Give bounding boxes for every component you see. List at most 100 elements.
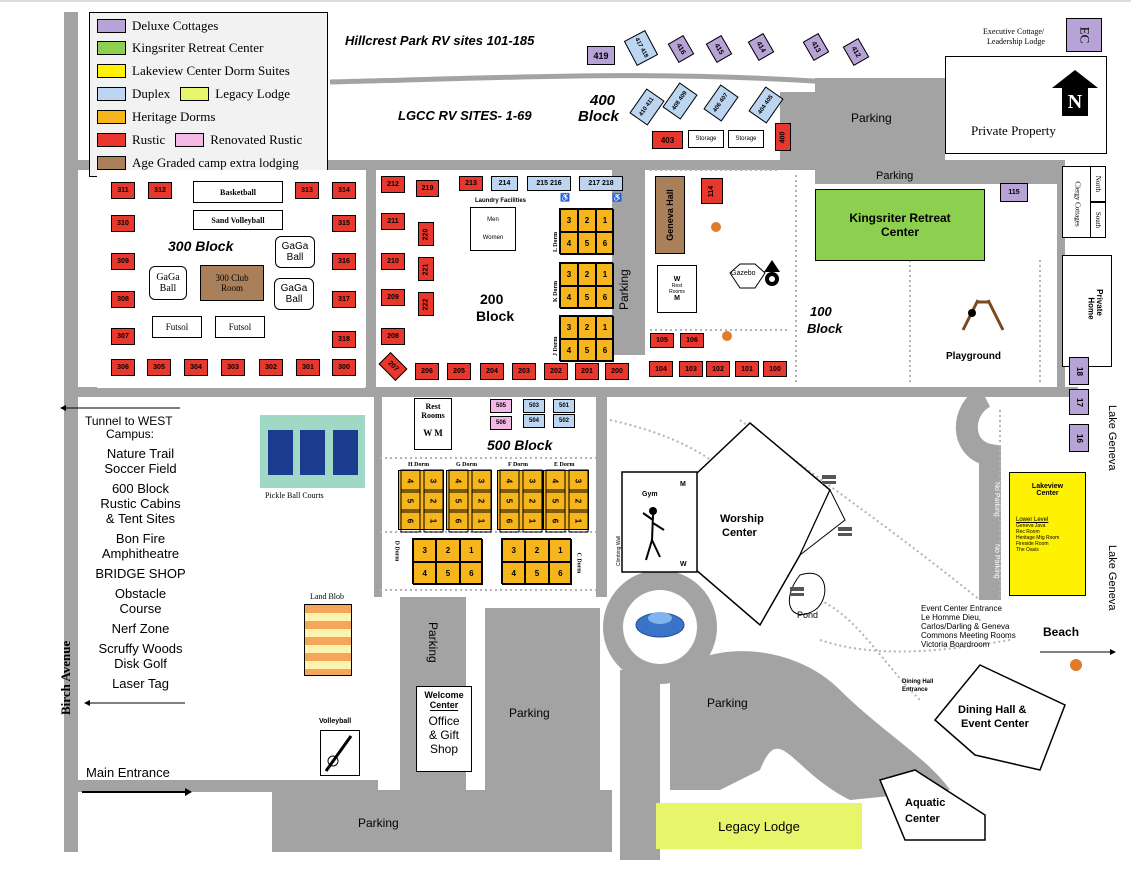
unit-313[interactable]: 313 <box>295 182 319 199</box>
unit-203[interactable]: 203 <box>512 363 536 380</box>
lower-level-label: Lower Level <box>1016 517 1049 523</box>
unit-503[interactable]: 503 <box>523 399 545 413</box>
unit-307[interactable]: 307 <box>111 328 135 345</box>
unit-221[interactable]: 221 <box>418 257 434 281</box>
club-label: 300 Club <box>215 273 249 283</box>
rest-label: Rest <box>671 283 683 289</box>
unit-214[interactable]: 214 <box>491 176 518 191</box>
unit-208[interactable]: 208 <box>381 328 405 345</box>
legend-label: Lakeview Center Dorm Suites <box>132 63 290 78</box>
unit-311[interactable]: 311 <box>111 182 135 199</box>
unit-217-218[interactable]: 217 218 <box>579 176 623 191</box>
unit-16[interactable]: 16 <box>1069 424 1089 452</box>
legend-swatch <box>97 133 126 147</box>
unit-202[interactable]: 202 <box>544 363 568 380</box>
parking-label-south: Parking <box>358 816 399 830</box>
unit-506[interactable]: 506 <box>490 416 512 430</box>
unit-301[interactable]: 301 <box>296 359 320 376</box>
unit-102[interactable]: 102 <box>706 361 730 377</box>
unit-205[interactable]: 205 <box>447 363 471 380</box>
unit-302[interactable]: 302 <box>259 359 283 376</box>
unit-103[interactable]: 103 <box>679 361 703 377</box>
unit-316[interactable]: 316 <box>332 253 356 270</box>
unit-210[interactable]: 210 <box>381 253 405 270</box>
unit-304[interactable]: 304 <box>184 359 208 376</box>
unit-17[interactable]: 17 <box>1069 389 1089 415</box>
geneva-hall[interactable]: Geneva Hall <box>655 176 685 254</box>
unit-114[interactable]: 114 <box>701 178 723 204</box>
unit-501[interactable]: 501 <box>553 399 575 413</box>
unit-400[interactable]: 400 <box>775 123 791 151</box>
laundry-label: Laundry Facilities <box>475 198 527 204</box>
unit-115[interactable]: 115 <box>1000 183 1028 202</box>
dining-hall-label-b: Event Center <box>961 718 1029 730</box>
kingsriter-retreat-center[interactable]: Kingsriter Retreat Center <box>815 189 985 261</box>
unit-219[interactable]: 219 <box>416 180 439 197</box>
pond-label: Pond <box>797 610 819 620</box>
office-label-b: & Gift <box>428 728 459 742</box>
unit-18-label: 18 <box>1074 366 1084 376</box>
sand-volleyball-court: Sand Volleyball <box>193 210 283 230</box>
unit-213[interactable]: 213 <box>459 176 483 191</box>
unit-419[interactable]: 419 <box>587 46 615 65</box>
unit-306[interactable]: 306 <box>111 359 135 376</box>
unit-212[interactable]: 212 <box>381 176 405 193</box>
men-label: Men <box>487 217 499 223</box>
unit-105[interactable]: 105 <box>650 333 674 348</box>
unit-215-216[interactable]: 215 216 <box>527 176 571 191</box>
unit-305[interactable]: 305 <box>147 359 171 376</box>
unit-300[interactable]: 300 <box>332 359 356 376</box>
unit-314[interactable]: 314 <box>332 182 356 199</box>
lakeview-center[interactable]: Lakeview Center Lower Level Geneva Java … <box>1009 472 1086 596</box>
legacy-lodge[interactable]: Legacy Lodge <box>656 803 862 849</box>
unit-100[interactable]: 100 <box>763 361 787 377</box>
unit-204[interactable]: 204 <box>480 363 504 380</box>
unit-106[interactable]: 106 <box>680 333 704 348</box>
unit-201[interactable]: 201 <box>575 363 599 380</box>
unit-220[interactable]: 220 <box>418 222 434 246</box>
parking-lot-north <box>815 78 945 160</box>
unit-222[interactable]: 222 <box>418 292 434 316</box>
unit-18[interactable]: 18 <box>1069 357 1089 385</box>
unit-303[interactable]: 303 <box>221 359 245 376</box>
unit-211[interactable]: 211 <box>381 213 405 230</box>
north-cottage[interactable]: North <box>1090 166 1106 202</box>
unit-209[interactable]: 209 <box>381 289 405 306</box>
unit-318[interactable]: 318 <box>332 331 356 348</box>
unit-101[interactable]: 101 <box>735 361 759 377</box>
welcome-center[interactable]: Welcome Center Office & Gift Shop <box>416 686 472 772</box>
dorm-room: 1 <box>423 509 444 533</box>
unit-504[interactable]: 504 <box>523 414 545 428</box>
ball-label: Ball <box>285 294 303 305</box>
unit-502[interactable]: 502 <box>553 414 575 428</box>
unit-403[interactable]: 403 <box>652 131 683 149</box>
legend-label: Rustic <box>132 132 166 147</box>
unit-308[interactable]: 308 <box>111 291 135 308</box>
unit-317[interactable]: 317 <box>332 291 356 308</box>
dorm-room: 4 <box>560 286 578 309</box>
executive-cottage[interactable]: EC <box>1066 18 1102 52</box>
unit-206[interactable]: 206 <box>415 363 439 380</box>
unit-200[interactable]: 200 <box>605 363 629 380</box>
unit-315[interactable]: 315 <box>332 215 356 232</box>
unit-310[interactable]: 310 <box>111 215 135 232</box>
unit-309[interactable]: 309 <box>111 253 135 270</box>
south-cottage[interactable]: South <box>1090 202 1106 238</box>
unit-505[interactable]: 505 <box>490 399 512 413</box>
unit-104[interactable]: 104 <box>649 361 673 377</box>
unit-312[interactable]: 312 <box>148 182 172 199</box>
